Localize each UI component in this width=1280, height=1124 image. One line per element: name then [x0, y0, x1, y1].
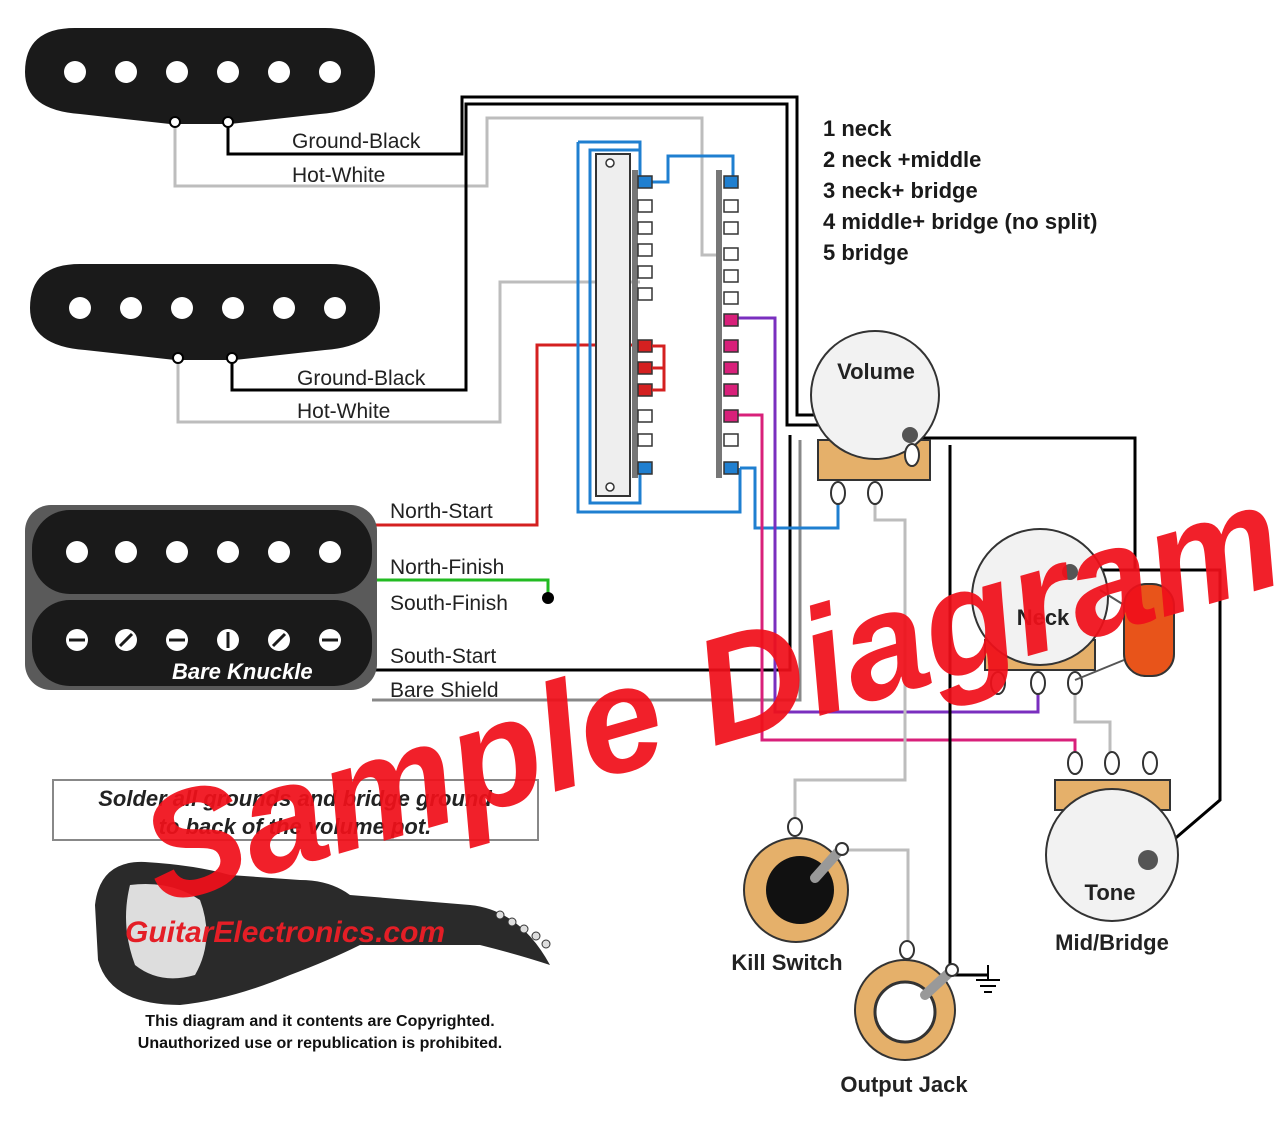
- volume-label: Volume: [837, 359, 915, 384]
- legend-item-5: 5 bridge: [823, 240, 909, 265]
- switch-plate: [595, 153, 631, 497]
- humbucker-brand: Bare Knuckle: [172, 659, 313, 684]
- tone-pot-body: [1045, 788, 1179, 922]
- kill-switch: Kill Switch: [731, 817, 849, 975]
- volume-pot-body: [810, 330, 940, 460]
- south-finish-label: South-Finish: [390, 592, 508, 615]
- wire-switch-blue-bridge: [640, 154, 735, 184]
- middle-pickup: Ground-Black Hot-White: [30, 264, 426, 423]
- middle-pickup-poles: [69, 297, 346, 319]
- switch-rail-left: [632, 170, 638, 478]
- solder-note: Solder all grounds and bridge ground to …: [52, 779, 539, 841]
- humbucker-screws-south: [66, 629, 341, 651]
- legend-item-4: 4 middle+ bridge (no split): [823, 209, 1097, 234]
- neck-ground-label: Ground-Black: [292, 130, 421, 153]
- wire-switch-blue-loop: [576, 140, 742, 514]
- wire-magenta: [733, 413, 1077, 760]
- north-finish-label: North-Finish: [390, 556, 504, 579]
- tone-sub-label: Mid/Bridge: [1055, 930, 1169, 955]
- kill-switch-label: Kill Switch: [731, 950, 842, 975]
- wire-neck-hot-white: [173, 116, 718, 257]
- neck-pickup: Ground-Black Hot-White: [25, 28, 421, 187]
- legend-item-2: 2 neck +middle: [823, 147, 981, 172]
- wire-black-tone-ground: [1100, 568, 1222, 862]
- five-way-switch: [595, 153, 739, 497]
- wire-purple: [733, 316, 1040, 714]
- position-legend: 1 neck 2 neck +middle 3 neck+ bridge 4 m…: [823, 116, 1097, 265]
- solder-note-box: [52, 779, 539, 841]
- volume-pot: Volume: [810, 330, 940, 505]
- copyright-line2: Unauthorized use or republication is pro…: [138, 1035, 502, 1052]
- ground-symbol-icon: [976, 965, 1000, 993]
- legend-item-1: 1 neck: [823, 116, 892, 141]
- output-jack: Output Jack: [840, 940, 1000, 1097]
- humbucker-pickup: Bare Knuckle North-Start North-Finish So…: [25, 500, 554, 702]
- humbucker-coil-north: [32, 510, 372, 594]
- neck-pickup-body: [25, 28, 375, 124]
- wire-white-neck-tone: [1073, 688, 1112, 760]
- bare-shield-label: Bare Shield: [390, 679, 499, 702]
- middle-ground-label: Ground-Black: [297, 367, 426, 390]
- humbucker-poles-north: [66, 541, 341, 563]
- neck-pickup-poles: [64, 61, 341, 83]
- wires: [173, 95, 1222, 977]
- wire-south-start-black: [372, 435, 792, 672]
- tone-label: Tone: [1085, 880, 1136, 905]
- neck-tone-pot-lugs: [990, 671, 1083, 695]
- tone-pot: Tone Mid/Bridge: [1045, 751, 1179, 955]
- neck-hot-label: Hot-White: [292, 164, 385, 187]
- solder-note-line2: to back of the volume pot.: [159, 814, 432, 839]
- switch-lugs-left: [637, 175, 653, 475]
- switch-lugs-right: [723, 175, 739, 475]
- switch-rail-right: [716, 170, 722, 478]
- wire-white-output: [840, 848, 910, 950]
- legend-item-3: 3 neck+ bridge: [823, 178, 978, 203]
- wire-switch-blue-volume: [740, 466, 840, 530]
- neck-tone-pot-body: [971, 528, 1109, 666]
- output-jack-label: Output Jack: [840, 1072, 968, 1097]
- wire-middle-hot-white: [176, 280, 640, 424]
- solder-note-line1: Solder all grounds and bridge ground: [98, 786, 492, 811]
- tone-capacitor: [1123, 583, 1175, 677]
- guitar-silhouette-icon: [95, 861, 550, 1005]
- volume-pot-lugs: [830, 443, 920, 505]
- neck-tone-label: Neck: [1017, 605, 1070, 630]
- logo-text: GuitarElectronics.com: [125, 916, 445, 949]
- middle-hot-label: Hot-White: [297, 400, 390, 423]
- wire-black-ground-run: [905, 436, 1137, 570]
- tone-pot-lugs: [1067, 751, 1158, 775]
- south-start-label: South-Start: [390, 645, 496, 668]
- wire-white-tone: [793, 495, 907, 830]
- north-start-label: North-Start: [390, 500, 493, 523]
- neck-tone-pot: Neck: [971, 528, 1175, 695]
- wire-middle-ground-black: [230, 102, 910, 427]
- copyright-line1: This diagram and it contents are Copyrig…: [145, 1013, 494, 1030]
- middle-pickup-body: [30, 264, 380, 360]
- guitarelectronics-logo: GuitarElectronics.com This diagram and i…: [95, 861, 551, 1052]
- humbucker-coil-south: [32, 600, 372, 686]
